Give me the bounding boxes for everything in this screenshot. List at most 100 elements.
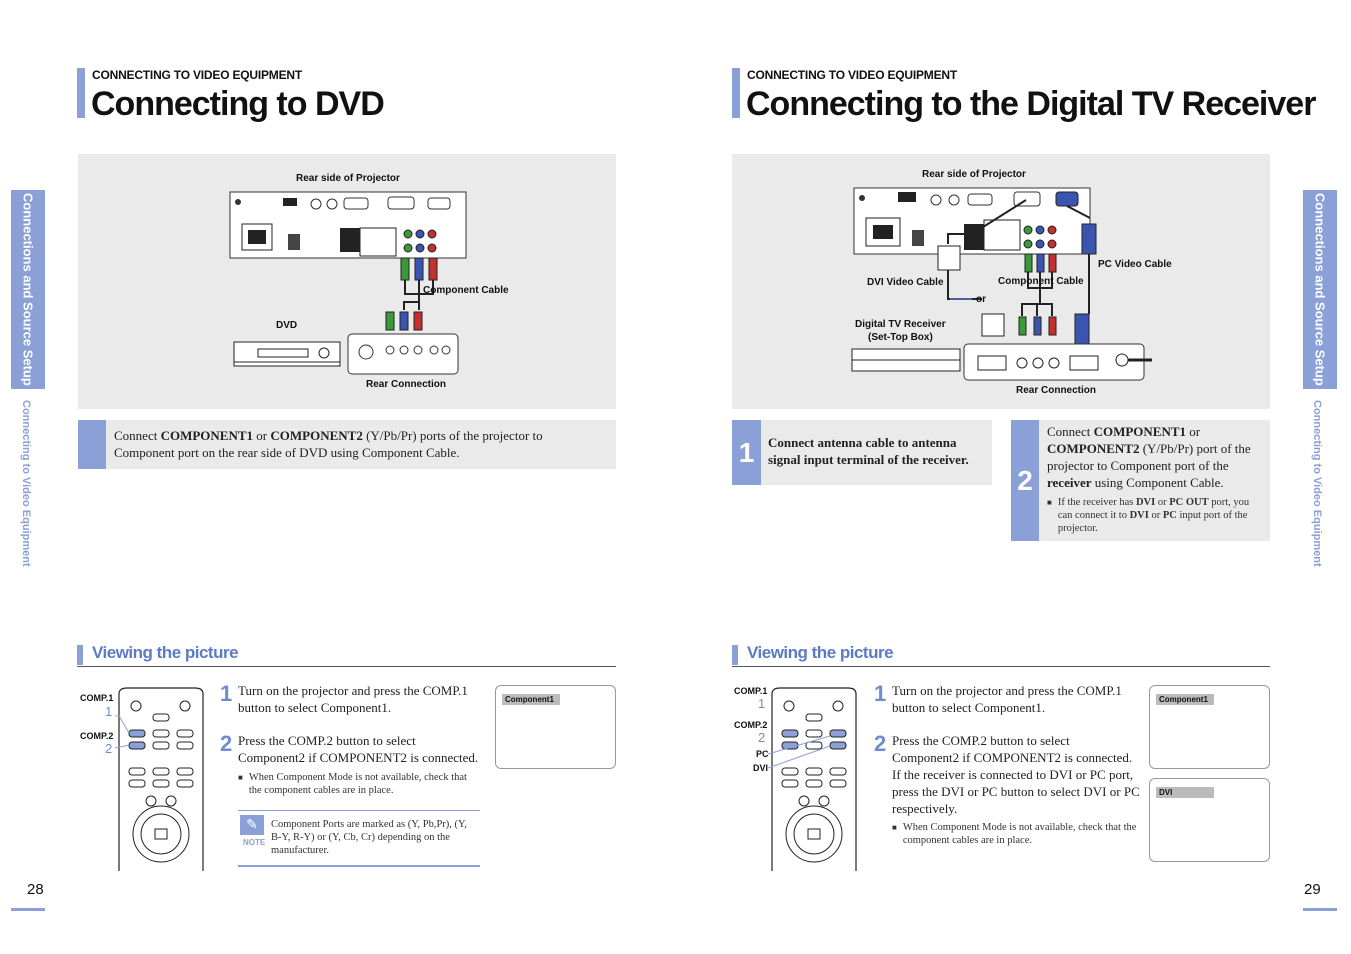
- left-diagram: Rear side of Projector: [78, 154, 616, 409]
- right-viewing-rule: [732, 666, 1270, 667]
- right-step2-mid2: (Y/Pb/Pr) port of the projector to Compo…: [1047, 441, 1251, 473]
- left-bullet: ■ When Component Mode is not available, …: [238, 771, 480, 797]
- left-step2-component2: Component2: [238, 750, 306, 765]
- left-rear-side-caption: Rear side of Projector: [296, 173, 400, 184]
- left-dvd-caption: DVD: [276, 320, 298, 331]
- right-step2-pre: Connect: [1047, 424, 1094, 439]
- left-rear-connection-caption: Rear Connection: [366, 379, 447, 390]
- left-remote-comp2-label: COMP.2: [80, 731, 114, 741]
- right-step2-sub: ■ If the receiver has DVI or PC OUT port…: [1047, 496, 1265, 535]
- left-viewing-bar: [77, 645, 83, 665]
- right-step2-post: using Component Cable.: [1091, 475, 1224, 490]
- left-side-tab-label: Connections and Source Setup: [20, 193, 36, 386]
- right-v1-comp1: COMP.1: [1076, 683, 1122, 698]
- right-receiver-caption-1: Digital TV Receiver: [855, 319, 946, 330]
- right-pc-cable-caption: PC Video Cable: [1098, 259, 1172, 270]
- right-remote-pc-label: PC: [756, 749, 769, 759]
- right-v2-pc: PC: [981, 784, 998, 799]
- left-instruction-bar: [78, 420, 106, 469]
- left-page-title: Connecting to DVD: [91, 85, 385, 123]
- left-side-tab: Connections and Source Setup: [11, 190, 45, 389]
- left-step1-mid: button to select: [238, 700, 321, 715]
- right-sub-pcout: PC OUT: [1169, 497, 1209, 508]
- right-osd-screen-2: DVI: [1149, 778, 1270, 862]
- left-page-number: 28: [27, 881, 44, 898]
- right-rear-connection-caption: Rear Connection: [1016, 385, 1097, 396]
- left-instr-pre: Connect: [114, 428, 161, 443]
- left-step1-comp1: COMP.1: [422, 683, 468, 698]
- right-v2-mid4: button to select: [997, 784, 1084, 799]
- right-receiver-caption-2: (Set-Top Box): [868, 332, 933, 343]
- right-page-title: Connecting to the Digital TV Receiver: [746, 85, 1316, 123]
- left-bullet-text: When Component Mode is not available, ch…: [248, 772, 467, 796]
- right-viewing-bar: [732, 645, 738, 665]
- left-step2-pre: Press the: [238, 733, 288, 748]
- right-step2-num: 2: [1011, 420, 1039, 541]
- right-v2-post: respectively.: [892, 801, 958, 816]
- left-instr-post: (Y/Pb/Pr) ports of the projector to Comp…: [114, 428, 543, 460]
- right-view-step1-num: 1: [874, 681, 887, 706]
- left-note-bottom-rule: [238, 865, 480, 867]
- right-v2-mid3: or: [964, 784, 982, 799]
- left-section-label: CONNECTING TO VIDEO EQUIPMENT: [92, 68, 302, 82]
- left-step2-num: 2: [220, 731, 233, 756]
- right-view-step1-text: Turn on the projector and press the COMP…: [892, 682, 1137, 716]
- right-dvi-cable-caption: DVI Video Cable: [867, 277, 944, 288]
- left-component-cable-caption: Component Cable: [423, 285, 509, 296]
- right-step1-num: 1: [732, 420, 761, 485]
- left-viewing-title: Viewing the picture: [92, 643, 239, 662]
- right-side-sub-label: Connecting to Video Equipment: [1311, 400, 1323, 567]
- right-v1-mid: button to select: [892, 700, 975, 715]
- right-sub-pre: If the receiver has: [1057, 497, 1136, 508]
- left-step1-post: .: [387, 700, 392, 715]
- left-note-top-rule: [238, 810, 480, 811]
- right-v1-component1: Component1: [974, 700, 1042, 715]
- left-remote-comp1-label: COMP.1: [80, 693, 114, 703]
- right-or-caption: or: [976, 294, 986, 305]
- right-bullet: ■ When Component Mode is not available, …: [892, 821, 1137, 847]
- right-step2-component1: COMPONENT1: [1093, 424, 1187, 439]
- left-footer-line: [11, 908, 45, 911]
- right-v2-mid5: or: [1106, 784, 1124, 799]
- left-step1-component1: Component1: [320, 700, 388, 715]
- right-side-sub: Connecting to Video Equipment: [1311, 400, 1323, 570]
- right-sub-dvi: DVI: [1135, 497, 1156, 508]
- left-remote-comp1-num: 1: [105, 704, 113, 719]
- right-v2-dvi: DVI: [941, 784, 965, 799]
- right-sub-dvi2: DVI: [1129, 510, 1149, 521]
- right-sub-post: input port of the projector.: [1057, 510, 1248, 534]
- right-remote-control: [768, 687, 857, 871]
- right-v2-mid2: if COMPONENT2 is connected. If the recei…: [892, 750, 1134, 799]
- left-side-sub: Connecting to Video Equipment: [20, 400, 32, 570]
- right-sub-mid1: or: [1155, 497, 1170, 508]
- left-step1-text: Turn on the projector and press the COMP…: [238, 682, 478, 716]
- right-step2-component2: COMPONENT2: [1047, 441, 1140, 456]
- left-osd-tag: Component1: [502, 694, 560, 705]
- right-remote-comp1-num: 1: [758, 696, 766, 711]
- left-connection-diagram: [229, 191, 467, 375]
- right-osd-tag-1: Component1: [1156, 694, 1214, 705]
- left-note-text: Component Ports are marked as (Y, Pb,Pr)…: [271, 819, 467, 856]
- right-v2-comp2: COMP.2: [941, 733, 988, 748]
- left-step1-pre: Turn on the projector and press the: [238, 683, 423, 698]
- right-sub-mid3: or: [1148, 510, 1163, 521]
- right-rear-side-caption: Rear side of Projector: [922, 169, 1026, 180]
- right-step2-receiver: receiver: [1047, 475, 1092, 490]
- left-note-icon: ✎: [240, 815, 264, 835]
- right-side-tab: Connections and Source Setup: [1303, 190, 1337, 389]
- left-remote-comp2-num: 2: [105, 741, 113, 756]
- right-v2-component2: Component2: [892, 750, 960, 765]
- left-step2-comp2: COMP.2: [287, 733, 334, 748]
- right-step1-box: 1 Connect antenna cable to antenna signa…: [732, 420, 992, 485]
- right-remote-comp2-num: 2: [758, 730, 766, 745]
- left-step2-mid: button to select: [333, 733, 416, 748]
- right-remote-comp1-label: COMP.1: [734, 686, 768, 696]
- left-step2-text: Press the COMP.2 button to select Compon…: [238, 732, 483, 766]
- bullet-square-icon: ■: [892, 823, 897, 832]
- right-v1-pre: Turn on the projector and press the: [892, 683, 1077, 698]
- bullet-square-icon: ■: [238, 773, 243, 782]
- right-step1-text: Connect antenna cable to antenna signal …: [768, 435, 969, 467]
- right-v2-dvi2: DVI: [1083, 784, 1107, 799]
- right-diagram: Rear side of Projector: [732, 154, 1270, 409]
- left-instruction-text: Connect COMPONENT1 or COMPONENT2 (Y/Pb/P…: [114, 427, 604, 461]
